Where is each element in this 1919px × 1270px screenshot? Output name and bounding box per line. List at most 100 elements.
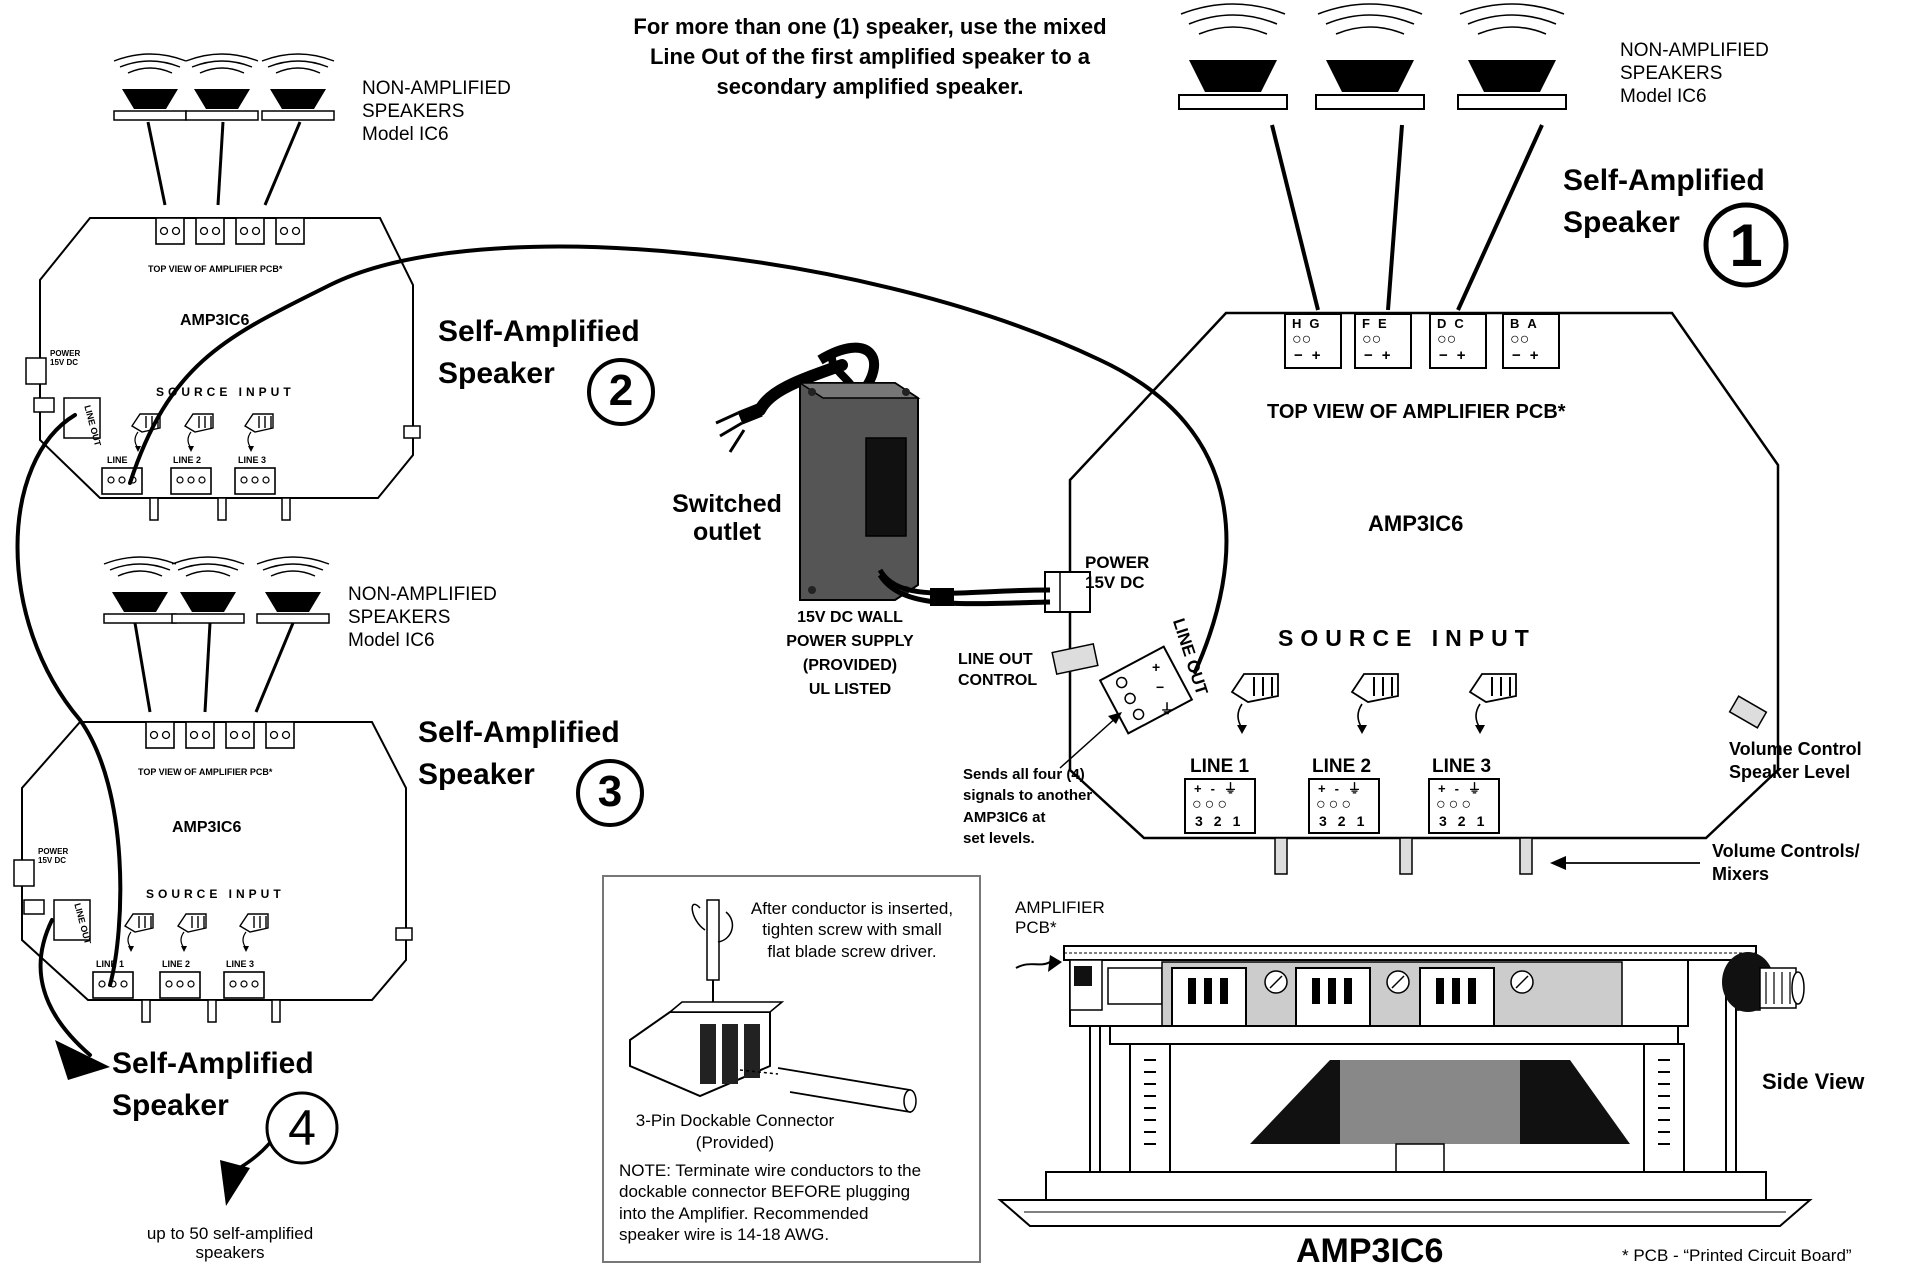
send-note: Sends all four (4) signals to another AM… xyxy=(963,764,1092,849)
pin-b: B xyxy=(1510,316,1528,331)
wire-note: NOTE: Terminate wire conductors to the d… xyxy=(619,1160,979,1246)
source-input-label-3: SOURCE INPUT xyxy=(146,887,285,901)
pin-number: 1 xyxy=(1356,813,1376,829)
pin-number: 3 xyxy=(1319,813,1338,829)
line-3-label-3: LINE 3 xyxy=(226,959,255,969)
pin-number: 2 xyxy=(1337,813,1357,829)
send-note-line-2: signals to another xyxy=(963,787,1093,805)
non-amplified-label-2: NON-AMPLIFIED SPEAKERS Model IC6 xyxy=(362,78,511,146)
switched-outlet-line-2: outlet xyxy=(692,518,762,546)
line-3-label: LINE 3 xyxy=(1432,756,1492,777)
pin-a: A xyxy=(1527,316,1545,331)
power-supply-label: 15V DC WALL POWER SUPPLY (PROVIDED) UL L… xyxy=(760,606,940,702)
side-view-label: Side View xyxy=(1762,1069,1865,1094)
output-terminal-ba: BA ○○ −+ xyxy=(1502,313,1560,369)
amplifier-pcb-line-1: AMPLIFIER xyxy=(1015,898,1105,917)
speaker-1-title: Self-Amplified Speaker xyxy=(1563,160,1765,244)
non-amplified-label-1: NON-AMPLIFIED SPEAKERS Model IC6 xyxy=(1620,40,1769,108)
power-label-3: POWER 15V DC xyxy=(38,847,68,866)
line-out-control-label: LINE OUT CONTROL xyxy=(958,650,1037,692)
pin-f: F xyxy=(1362,316,1378,331)
volume-mixers-line-2: Mixers xyxy=(1712,864,1770,885)
connector-caption-line-1: 3-Pin Dockable Connector xyxy=(635,1111,835,1130)
pin-number: 3 xyxy=(1439,813,1458,829)
connector-note-line-2: tighten screw with small xyxy=(762,920,942,940)
output-terminal-hg: HG ○○ −+ xyxy=(1284,313,1342,369)
top-note: For more than one (1) speaker, use the m… xyxy=(600,12,1140,102)
pin-sign: - xyxy=(1454,781,1468,796)
speaker-1-number: 1 xyxy=(1729,212,1763,279)
line-out-control-line-1: LINE OUT xyxy=(958,651,1033,668)
pin-c: C xyxy=(1454,316,1472,331)
self-amplified-label: Self-Amplified xyxy=(438,315,640,348)
non-amplified-line-2: SPEAKERS xyxy=(1620,62,1723,84)
connector-caption-line-2: (Provided) xyxy=(695,1133,775,1153)
non-amplified-line-1: NON-AMPLIFIED xyxy=(348,584,497,605)
line-2-label-3: LINE 2 xyxy=(162,959,191,969)
non-amplified-line-3: Model IC6 xyxy=(362,123,449,145)
line-1-label-2: LINE xyxy=(107,455,128,465)
wire-note-line-2: dockable connector BEFORE plugging xyxy=(619,1182,911,1202)
power-label-1: POWER 15V DC xyxy=(1085,553,1149,594)
connector-caption: 3-Pin Dockable Connector (Provided) xyxy=(615,1110,855,1154)
sign-minus: − xyxy=(1512,347,1530,364)
self-amplified-label: Self-Amplified xyxy=(112,1047,314,1080)
speaker-2-number: 2 xyxy=(608,366,634,415)
arrow-to-speaker-4 xyxy=(55,1040,110,1080)
speaker-4-title: Self-Amplified Speaker xyxy=(112,1043,314,1127)
non-amplified-line-3: Model IC6 xyxy=(1620,85,1707,107)
switched-outlet-label: Switched outlet xyxy=(662,490,792,546)
wire-note-line-4: speaker wire is 14-18 AWG. xyxy=(619,1225,830,1245)
non-amplified-line-2: SPEAKERS xyxy=(362,100,465,122)
non-amplified-line-1: NON-AMPLIFIED xyxy=(362,78,511,99)
output-terminal-fe: FE ○○ −+ xyxy=(1354,313,1412,369)
sign-minus: − xyxy=(1294,347,1312,364)
pin-sign: - xyxy=(1334,781,1348,796)
output-terminal-dc: DC ○○ −+ xyxy=(1429,313,1487,369)
pin-g: G xyxy=(1309,316,1328,331)
top-note-line-3: secondary amplified speaker. xyxy=(716,73,1024,99)
switched-outlet-line-1: Switched xyxy=(672,490,782,518)
speaker-label: Speaker xyxy=(112,1089,229,1122)
self-amplified-speaker-1 xyxy=(1044,3,1780,875)
amplifier-pcb-line-2: PCB* xyxy=(1015,917,1057,937)
pin-sign: ⏚ xyxy=(1347,781,1370,796)
power-supply-line-4: UL LISTED xyxy=(808,681,892,698)
sign-plus: + xyxy=(1529,347,1548,364)
source-input-label-1: SOURCE INPUT xyxy=(1278,625,1536,651)
line-3-label-2: LINE 3 xyxy=(238,455,267,465)
power-supply-line-3: (PROVIDED) xyxy=(802,657,898,674)
sign-plus: + xyxy=(1311,347,1330,364)
line-input-3: +-⏚ ○○○ 321 xyxy=(1428,778,1500,834)
line-1-label-3: LINE 1 xyxy=(96,959,125,969)
line-input-2: +-⏚ ○○○ 321 xyxy=(1308,778,1380,834)
sign-plus: + xyxy=(1456,347,1475,364)
line-1-label: LINE 1 xyxy=(1190,756,1250,777)
volume-control-line-1: Volume Control xyxy=(1729,739,1862,759)
speaker-label: Speaker xyxy=(438,357,555,390)
pin-sign: ⏚ xyxy=(1223,781,1246,796)
side-view-model: AMP3IC6 xyxy=(1296,1232,1444,1270)
send-note-line-1: Sends all four (4) xyxy=(963,766,1085,783)
power-supply-line-1: 15V DC WALL xyxy=(797,609,903,626)
pin-h: H xyxy=(1292,316,1310,331)
top-view-label-1: TOP VIEW OF AMPLIFIER PCB* xyxy=(1267,401,1566,423)
sign-minus: − xyxy=(1439,347,1457,364)
connector-inset xyxy=(602,875,981,1263)
pin-sign: ⏚ xyxy=(1467,781,1490,796)
power-line-2: 15V DC xyxy=(38,855,67,865)
power-label-2: POWER 15V DC xyxy=(50,349,80,368)
power-supply-line-2: POWER SUPPLY xyxy=(786,633,914,650)
top-note-line-2: Line Out of the first amplified speaker … xyxy=(649,43,1091,69)
pin-number: 3 xyxy=(1195,813,1214,829)
top-note-line-1: For more than one (1) speaker, use the m… xyxy=(633,14,1107,39)
model-label-3: AMP3IC6 xyxy=(172,819,242,836)
self-amplified-label: Self-Amplified xyxy=(418,716,620,749)
line-out-cables xyxy=(15,244,1229,1057)
non-amplified-label-3: NON-AMPLIFIED SPEAKERS Model IC6 xyxy=(348,584,497,652)
model-label-2: AMP3IC6 xyxy=(180,312,250,329)
top-view-label-3: TOP VIEW OF AMPLIFIER PCB* xyxy=(138,767,273,777)
side-view-drawing xyxy=(997,945,1813,1227)
line-out-control-line-2: CONTROL xyxy=(958,671,1038,689)
